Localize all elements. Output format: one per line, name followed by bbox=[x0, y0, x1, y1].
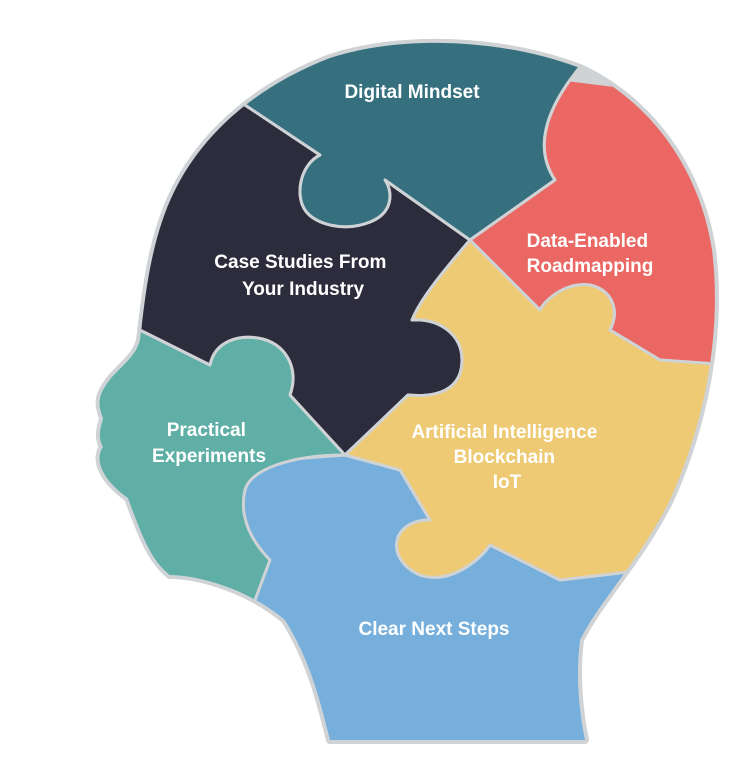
label-clear-next-steps: Clear Next Steps bbox=[358, 619, 509, 640]
label-digital-mindset-line-1: Digital Mindset bbox=[344, 82, 480, 103]
label-clear-next-steps-line-1: Clear Next Steps bbox=[358, 619, 509, 640]
label-data-enabled-roadmapping: Data-Enabled Roadmapping bbox=[527, 231, 654, 277]
label-case-studies: Case Studies From Your Industry bbox=[214, 252, 391, 300]
label-ai-blockchain-iot: Artificial Intelligence Blockchain IoT bbox=[411, 422, 602, 493]
label-digital-mindset: Digital Mindset bbox=[344, 82, 480, 103]
label-data-enabled-line-2: Roadmapping bbox=[527, 256, 654, 277]
label-case-studies-line-1: Case Studies From bbox=[214, 252, 386, 273]
puzzle-piece-ai-blockchain-iot bbox=[343, 238, 715, 582]
label-ai-line-2: Blockchain bbox=[454, 447, 555, 468]
label-case-studies-line-2: Your Industry bbox=[242, 279, 365, 300]
label-practical-experiments: Practical Experiments bbox=[152, 420, 266, 467]
label-ai-line-3: IoT bbox=[493, 472, 522, 493]
label-practical-line-1: Practical bbox=[167, 420, 246, 441]
label-practical-line-2: Experiments bbox=[152, 446, 266, 467]
label-data-enabled-line-1: Data-Enabled bbox=[527, 231, 648, 252]
label-ai-line-1: Artificial Intelligence bbox=[411, 422, 597, 443]
